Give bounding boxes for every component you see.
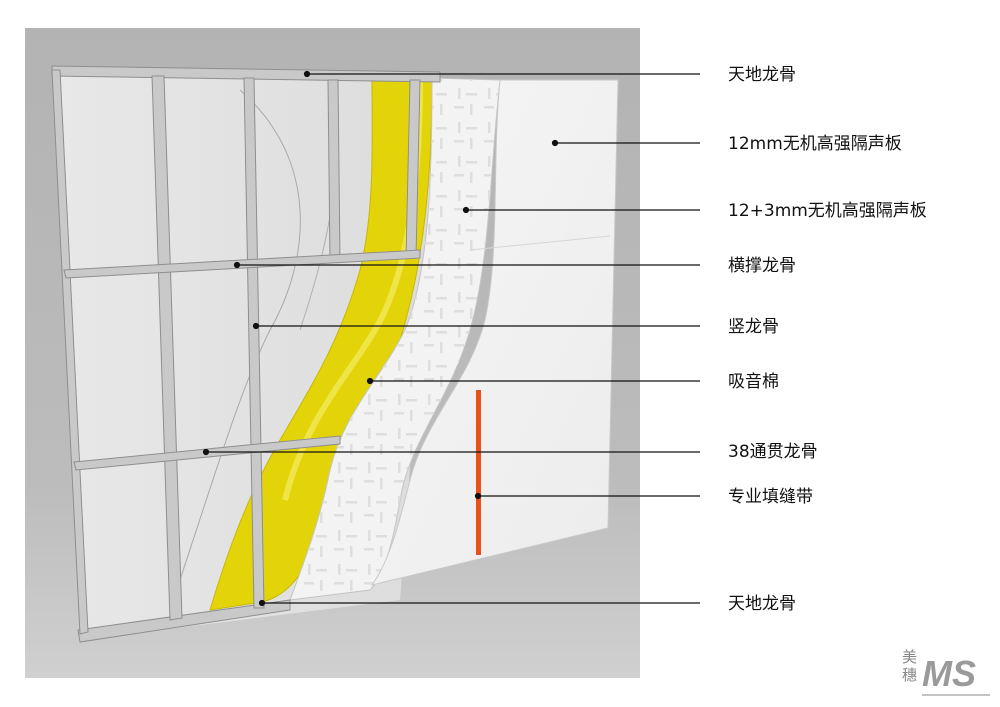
cross-brace	[63, 249, 421, 279]
stud-4	[327, 79, 341, 263]
leader-lines	[202, 70, 700, 607]
inner-board-slots	[290, 78, 500, 600]
logo-mark: MS	[922, 653, 976, 694]
label-inner-board: 12+3mm无机高强隔声板	[728, 201, 927, 221]
board-joint	[469, 235, 611, 251]
logo-text: 美 穗	[902, 648, 922, 684]
label-outer-board: 12mm无机高强隔声板	[728, 134, 902, 154]
bottom-track	[77, 599, 291, 643]
label-through-channel: 38通贯龙骨	[728, 442, 818, 462]
stud-1	[51, 69, 89, 635]
sealing-tape	[476, 390, 481, 555]
label-cross-brace: 横撑龙骨	[728, 256, 796, 276]
label-insulation: 吸音棉	[728, 372, 779, 392]
stud-2	[151, 75, 183, 621]
outer-board-12mm	[370, 79, 619, 586]
label-vertical-stud: 竖龙骨	[728, 317, 779, 337]
label-top-track: 天地龙骨	[728, 65, 796, 85]
logo-char-1: 美	[902, 648, 918, 666]
label-sealing-tape: 专业填缝带	[728, 487, 813, 507]
label-bottom-track: 天地龙骨	[728, 594, 796, 614]
logo-char-2: 穗	[902, 666, 918, 684]
stud-3	[243, 77, 265, 609]
ms-logo-icon: MS	[922, 653, 990, 696]
